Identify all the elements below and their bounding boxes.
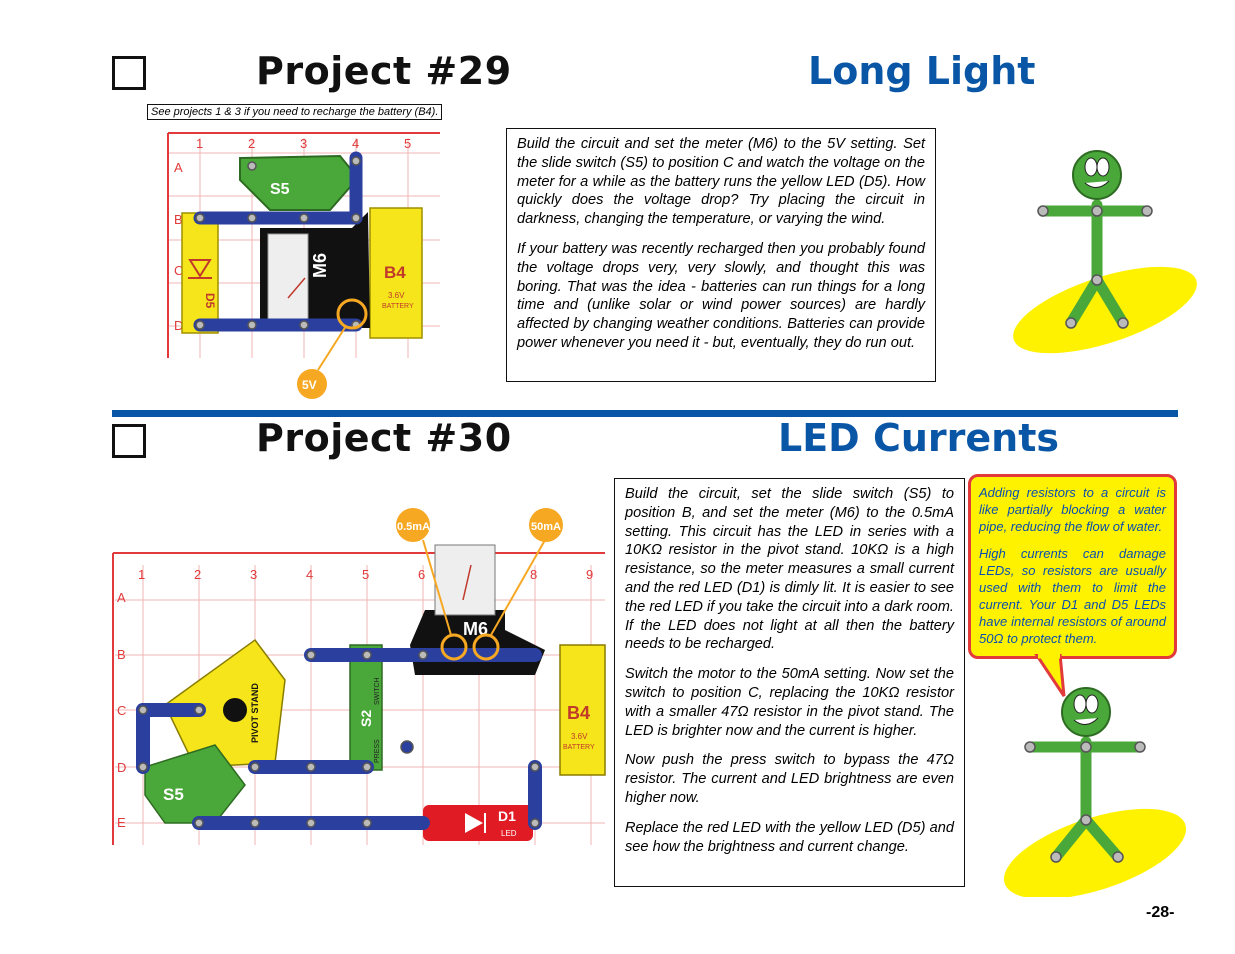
- project-30-instructions: Build the circuit, set the slide switch …: [614, 478, 965, 887]
- meter-setting-label: 50mA: [531, 521, 561, 533]
- col-label: 1: [196, 136, 203, 151]
- col-label: 5: [362, 567, 369, 582]
- tip-paragraph: Adding resistors to a circuit is like pa…: [979, 485, 1166, 534]
- row-label: D: [117, 760, 126, 775]
- project-30-checkbox[interactable]: [112, 424, 146, 458]
- snaps: [195, 156, 361, 330]
- recharge-note: See projects 1 & 3 if you need to rechar…: [147, 104, 443, 120]
- m6-label: M6: [463, 619, 488, 639]
- instruction-paragraph: Build the circuit, set the slide switch …: [625, 486, 954, 653]
- meter-setting-ring: [336, 298, 368, 330]
- instruction-paragraph: If your battery was recently recharged t…: [517, 240, 925, 351]
- page-number: -28-: [1146, 904, 1175, 921]
- mascot-character: [1013, 150, 1197, 354]
- b4-word: BATTERY: [382, 303, 414, 310]
- project-29-circuit-diagram: 1 2 3 4 5 A B C D S5 B4 3.6V BATTERY D5 …: [167, 132, 440, 399]
- section-divider: [112, 410, 1178, 417]
- switch-word: SWITCH: [374, 677, 381, 705]
- battery-b4: [559, 644, 606, 776]
- col-label: 2: [194, 567, 201, 582]
- project-29-checkbox[interactable]: [112, 56, 146, 90]
- meter-setting-callout: [297, 369, 327, 399]
- project-30-circuit-diagram: 1 2 3 4 5 6 7 8 9 A B C D E PIVOT STAND …: [112, 508, 606, 845]
- speech-bubble-tail: [1034, 654, 1066, 697]
- wires: [193, 151, 363, 332]
- d5-label: D5: [203, 293, 217, 309]
- col-label: 9: [586, 567, 593, 582]
- meter-setting-label: 5V: [302, 378, 317, 392]
- led-symbol: [188, 259, 212, 278]
- b4-voltage: 3.6V: [388, 291, 405, 300]
- project-29-instructions: Build the circuit and set the meter (M6)…: [506, 128, 936, 382]
- project-30-name: LED Currents: [778, 416, 1059, 460]
- s2-label: S2: [358, 710, 374, 727]
- project-30-title: Project #30: [256, 416, 512, 460]
- row-label: C: [117, 703, 126, 718]
- pivot-label: PIVOT STAND: [250, 683, 260, 743]
- col-label: 4: [352, 136, 359, 151]
- mascot-character: [1003, 687, 1187, 897]
- row-label: B: [174, 212, 183, 227]
- meter-setting-callout: [529, 508, 563, 542]
- instruction-paragraph: Build the circuit and set the meter (M6)…: [517, 136, 925, 228]
- row-label: A: [117, 590, 126, 605]
- led-d5: [181, 212, 219, 334]
- meter-face: [434, 544, 496, 616]
- b4-voltage: 3.6V: [571, 732, 588, 741]
- b4-label: B4: [567, 703, 590, 723]
- s5-label: S5: [270, 181, 290, 198]
- tip-paragraph: High currents can damage LEDs, so resist…: [979, 546, 1166, 646]
- m6-label: M6: [310, 253, 330, 278]
- meter-setting-callout: [396, 508, 430, 542]
- row-label: A: [174, 160, 183, 175]
- row-label: D: [174, 318, 183, 333]
- col-label: 8: [530, 567, 537, 582]
- col-label: 5: [404, 136, 411, 151]
- press-word: PRESS: [374, 739, 381, 763]
- col-label: 3: [250, 567, 257, 582]
- snaps: [138, 650, 540, 828]
- d1-word: LED: [501, 829, 517, 838]
- instruction-paragraph: Replace the red LED with the yellow LED …: [625, 819, 954, 855]
- project-29-title: Project #29: [256, 49, 512, 93]
- meter-setting-label: 0.5mA: [397, 521, 430, 533]
- col-label: 3: [300, 136, 307, 151]
- col-label: 1: [138, 567, 145, 582]
- row-label: E: [117, 815, 126, 830]
- tip-speech-bubble: Adding resistors to a circuit is like pa…: [968, 474, 1177, 659]
- instruction-paragraph: Now push the press switch to bypass the …: [625, 752, 954, 806]
- s5-label: S5: [163, 785, 184, 804]
- d1-label: D1: [498, 808, 516, 824]
- battery-b4: [369, 207, 423, 339]
- slide-switch-s5: [239, 154, 360, 211]
- project-29-name: Long Light: [808, 49, 1036, 93]
- row-label: B: [117, 647, 126, 662]
- instruction-paragraph: Switch the motor to the 50mA setting. No…: [625, 666, 954, 739]
- col-label: 4: [306, 567, 313, 582]
- b4-label: B4: [384, 263, 406, 282]
- b4-word: BATTERY: [563, 744, 595, 751]
- row-label: C: [174, 263, 183, 278]
- col-label: 2: [248, 136, 255, 151]
- col-label: 6: [418, 567, 425, 582]
- press-switch-s2: [349, 644, 383, 771]
